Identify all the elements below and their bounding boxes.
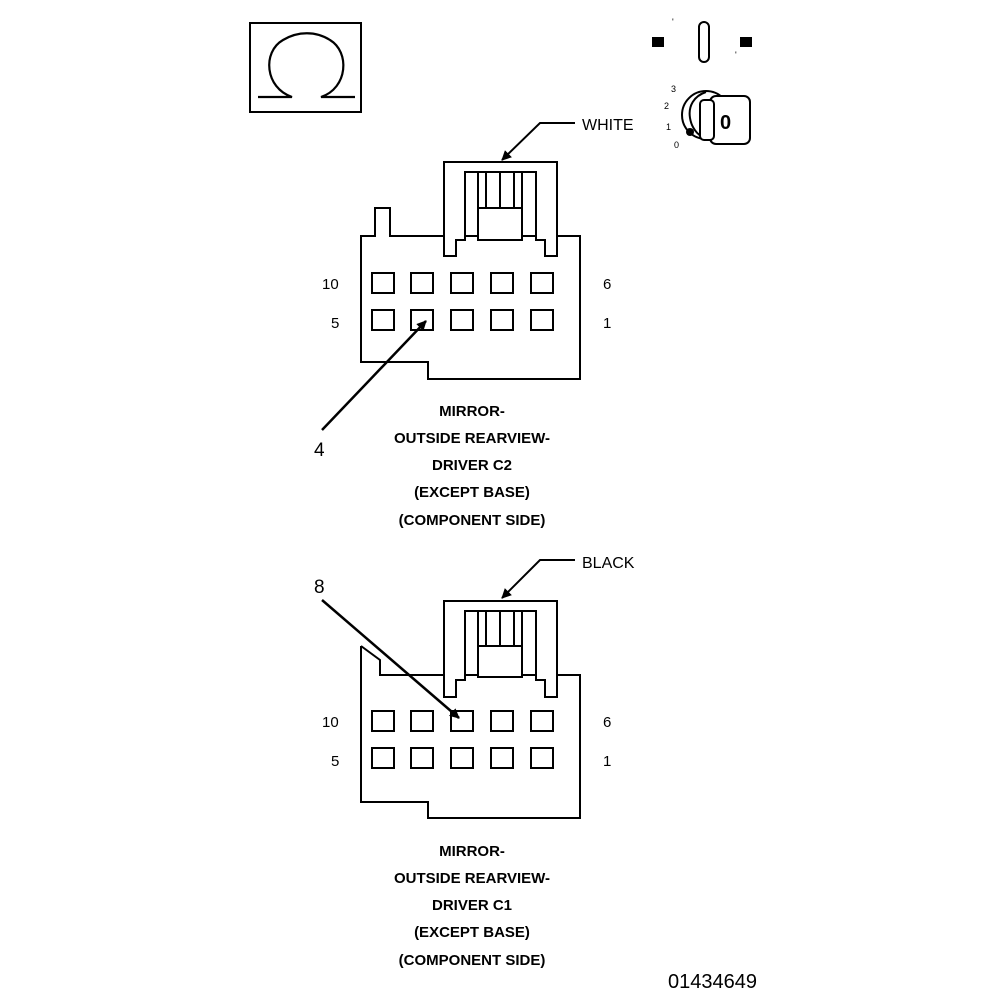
connector-c2: 10 6 5 1 WHITE 4 MIRROR- OUTSIDE REARVIE… (314, 117, 634, 529)
key-position-2: 2 (664, 101, 669, 111)
c2-title-line-2: OUTSIDE REARVIEW- (394, 430, 550, 447)
svg-text:': ' (672, 17, 674, 27)
connector-c1: 10 6 5 1 BLACK 8 MIRROR- OUTSIDE REARVIE… (314, 555, 635, 969)
c1-row-top-left-label: 10 (322, 714, 339, 731)
key-position-1: 1 (666, 122, 671, 132)
connector-c1-cavities (371, 710, 554, 769)
c1-color-leader (501, 559, 575, 599)
connector-c2-latch (443, 161, 558, 257)
c1-row-bottom-left-label: 5 (331, 753, 339, 770)
c2-row-top-right-label: 6 (603, 276, 611, 293)
connector-c1-latch (443, 600, 558, 698)
c2-row-bottom-right-label: 1 (603, 315, 611, 332)
c2-color-leader (501, 122, 575, 161)
c2-title-line-5: (COMPONENT SIDE) (399, 512, 546, 529)
c2-title-line-1: MIRROR- (439, 403, 505, 420)
c2-row-top-left-label: 10 (322, 276, 339, 293)
key-position-0: 0 (674, 140, 679, 150)
c1-title-line-4: (EXCEPT BASE) (414, 924, 530, 941)
c1-pointer-label: 8 (314, 577, 325, 598)
c2-row-bottom-left-label: 5 (331, 315, 339, 332)
c1-title-line-2: OUTSIDE REARVIEW- (394, 870, 550, 887)
document-id: 01434649 (668, 971, 757, 993)
c1-row-top-right-label: 6 (603, 714, 611, 731)
c2-color-callout: WHITE (582, 117, 634, 134)
c2-pointer-label: 4 (314, 440, 325, 461)
c1-color-callout: BLACK (582, 555, 635, 572)
c1-row-bottom-right-label: 1 (603, 753, 611, 770)
c1-title-line-5: (COMPONENT SIDE) (399, 952, 546, 969)
omega-ground-symbol-icon (249, 22, 362, 113)
c2-title: MIRROR- OUTSIDE REARVIEW- DRIVER C2 (EXC… (394, 403, 550, 529)
key-label: 0 (720, 112, 731, 134)
connector-c2-cavities (371, 272, 554, 331)
c1-title-line-3: DRIVER C1 (432, 897, 512, 914)
key-position-3: 3 (671, 84, 676, 94)
c2-pin-pointer (321, 320, 427, 431)
c1-pin-pointer (321, 599, 460, 719)
svg-text:': ' (735, 50, 737, 60)
ignition-key-position-icon: ' ' 3 2 1 0 0 (652, 17, 752, 150)
c1-title: MIRROR- OUTSIDE REARVIEW- DRIVER C1 (EXC… (394, 843, 550, 969)
c2-title-line-4: (EXCEPT BASE) (414, 484, 530, 501)
c1-title-line-1: MIRROR- (439, 843, 505, 860)
c2-title-line-3: DRIVER C2 (432, 457, 512, 474)
